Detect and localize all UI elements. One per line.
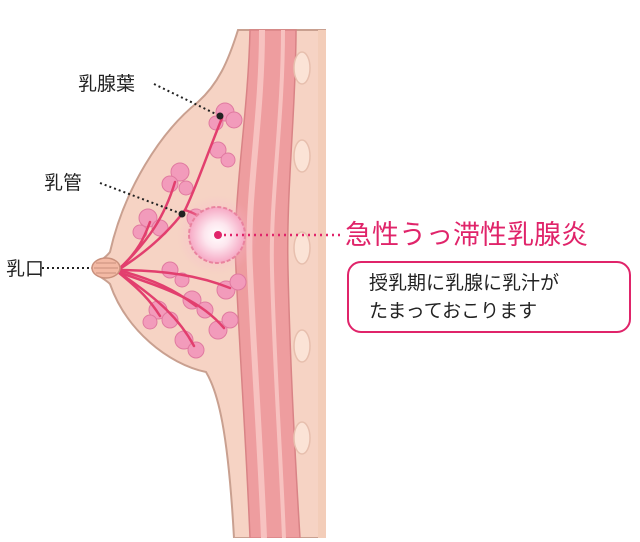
- muscle-stripe: [269, 29, 286, 539]
- leader-dots: [178, 112, 224, 218]
- nipple: [91, 257, 121, 279]
- condition-leader-dot: [214, 231, 222, 239]
- muscle-stripe: [246, 29, 267, 539]
- mammary-lobules: [132, 102, 247, 359]
- label-nipple-opening: 乳口: [6, 258, 45, 280]
- description-line: たまっておこります: [369, 300, 538, 322]
- condition-description-box: 授乳期に乳腺に乳汁が たまっておこります: [347, 261, 631, 333]
- label-milk-duct: 乳管: [44, 172, 83, 194]
- leader-lines: [42, 83, 221, 269]
- label-mammary-lobule: 乳腺葉: [78, 73, 136, 95]
- description-line: 授乳期に乳腺に乳汁が: [369, 272, 560, 294]
- chest-wall-edge: [318, 30, 326, 538]
- milk-ducts: [116, 116, 232, 348]
- condition-title: 急性うっ滞性乳腺炎: [345, 220, 588, 251]
- ribs: [293, 51, 311, 455]
